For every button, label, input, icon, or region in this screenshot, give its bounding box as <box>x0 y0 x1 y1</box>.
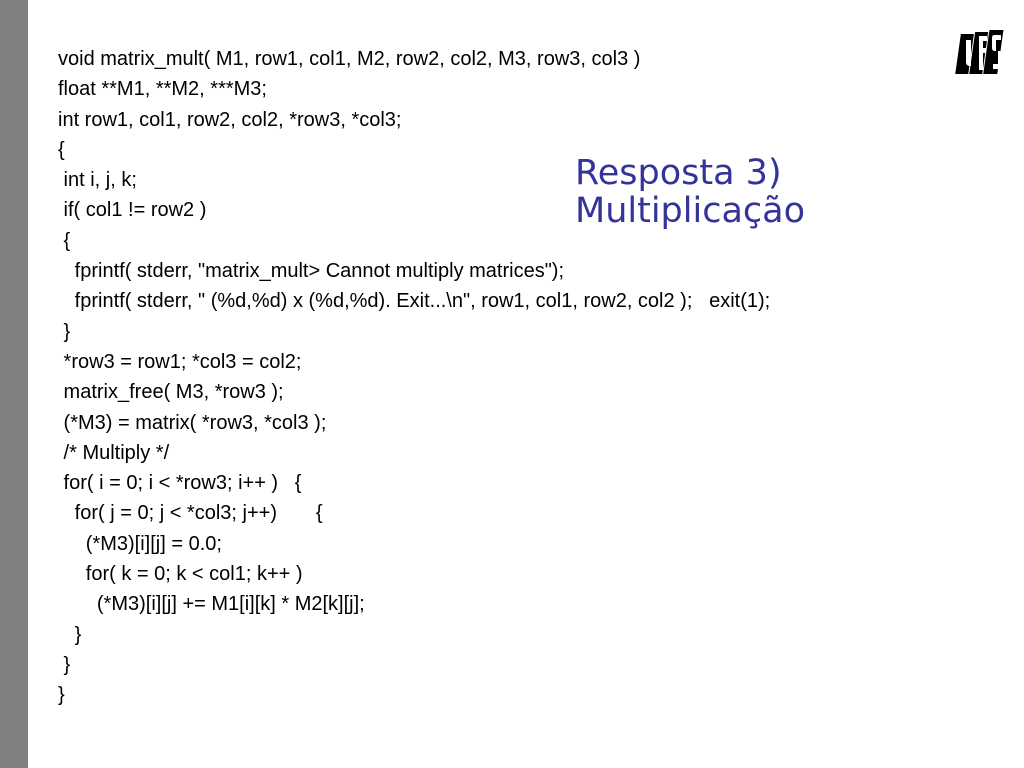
code-line: fprintf( stderr, " (%d,%d) x (%d,%d). Ex… <box>58 290 771 313</box>
slide-title: Resposta 3) Multiplicação <box>575 154 805 230</box>
code-line: for( k = 0; k < col1; k++ ) <box>58 563 303 586</box>
code-line: fprintf( stderr, "matrix_mult> Cannot mu… <box>58 260 565 283</box>
code-line: } <box>58 320 71 343</box>
code-line: float **M1, **M2, ***M3; <box>58 78 267 101</box>
left-sidebar-bar <box>0 0 28 768</box>
code-line: { <box>58 229 71 252</box>
slide-title-line-1: Resposta 3) <box>575 153 782 193</box>
code-line: void matrix_mult( M1, row1, col1, M2, ro… <box>58 48 641 70</box>
ufes-logo <box>952 26 1008 80</box>
code-line: int row1, col1, row2, col2, *row3, *col3… <box>58 108 402 131</box>
code-line: (*M3) = matrix( *row3, *col3 ); <box>58 411 327 434</box>
code-line: { <box>58 138 65 161</box>
code-block: void matrix_mult( M1, row1, col1, M2, ro… <box>58 44 770 711</box>
code-line: /* Multiply */ <box>58 441 170 464</box>
code-line: } <box>58 623 82 646</box>
slide-title-line-2: Multiplicação <box>575 191 806 231</box>
code-line: for( j = 0; j < *col3; j++) { <box>58 502 323 525</box>
code-line: matrix_free( M3, *row3 ); <box>58 381 284 404</box>
code-line: *row3 = row1; *col3 = col2; <box>58 350 302 373</box>
code-line: } <box>58 653 71 676</box>
code-line: int i, j, k; <box>58 169 137 192</box>
code-line: (*M3)[i][j] += M1[i][k] * M2[k][j]; <box>58 593 365 616</box>
code-line: } <box>58 684 65 707</box>
code-line: (*M3)[i][j] = 0.0; <box>58 532 222 555</box>
ufes-logo-graphic <box>955 30 1004 74</box>
code-line: if( col1 != row2 ) <box>58 199 207 222</box>
code-line: for( i = 0; i < *row3; i++ ) { <box>58 472 302 495</box>
